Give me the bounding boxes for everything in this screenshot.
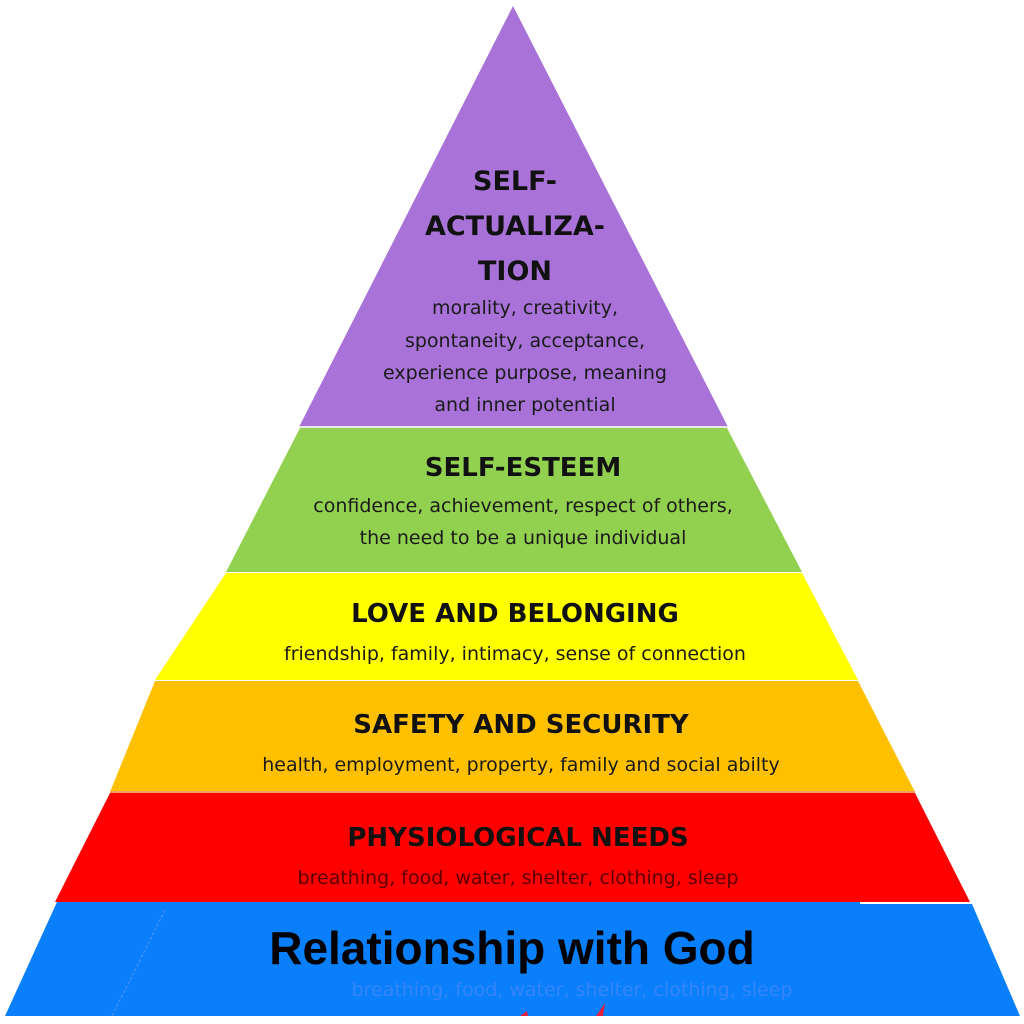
self-actualization-desc-line-4: and inner potential (434, 394, 615, 416)
physiological-needs-title: PHYSIOLOGICAL NEEDS (347, 823, 688, 853)
tier-self-actualization (299, 6, 728, 427)
tier-self-esteem (226, 428, 802, 572)
self-actualization-title-line-3: TION (478, 256, 552, 287)
relationship-with-god-title: Relationship with God (269, 922, 755, 974)
self-esteem-desc-line-2: the need to be a unique individual (360, 527, 687, 549)
self-actualization-title-line-1: SELF- (473, 166, 557, 197)
base-artifact (520, 1011, 528, 1016)
base-artifact (596, 1003, 605, 1016)
tier-physiological-needs (55, 793, 970, 902)
tier-safety-and-security (110, 681, 915, 792)
self-esteem-title: SELF-ESTEEM (425, 453, 621, 483)
safety-and-security-title: SAFETY AND SECURITY (353, 710, 690, 740)
tier-relationship-with-god (5, 902, 1020, 1016)
physiological-needs-desc: breathing, food, water, shelter, clothin… (298, 867, 739, 889)
self-actualization-desc-line-1: morality, creativity, (432, 297, 618, 319)
relationship-with-god-ghost-desc: breathing, food, water, shelter, clothin… (352, 979, 793, 1001)
self-esteem-desc-line-1: confidence, achievement, respect of othe… (313, 495, 732, 517)
self-actualization-desc-line-2: spontaneity, acceptance, (405, 330, 645, 352)
self-actualization-desc-line-3: experience purpose, meaning (383, 362, 667, 384)
self-actualization-title-line-2: ACTUALIZA- (425, 211, 605, 242)
safety-and-security-desc: health, employment, property, family and… (262, 754, 779, 776)
love-and-belonging-title: LOVE AND BELONGING (351, 599, 679, 629)
love-and-belonging-desc: friendship, family, intimacy, sense of c… (284, 643, 746, 665)
tier-love-and-belonging (155, 573, 858, 680)
